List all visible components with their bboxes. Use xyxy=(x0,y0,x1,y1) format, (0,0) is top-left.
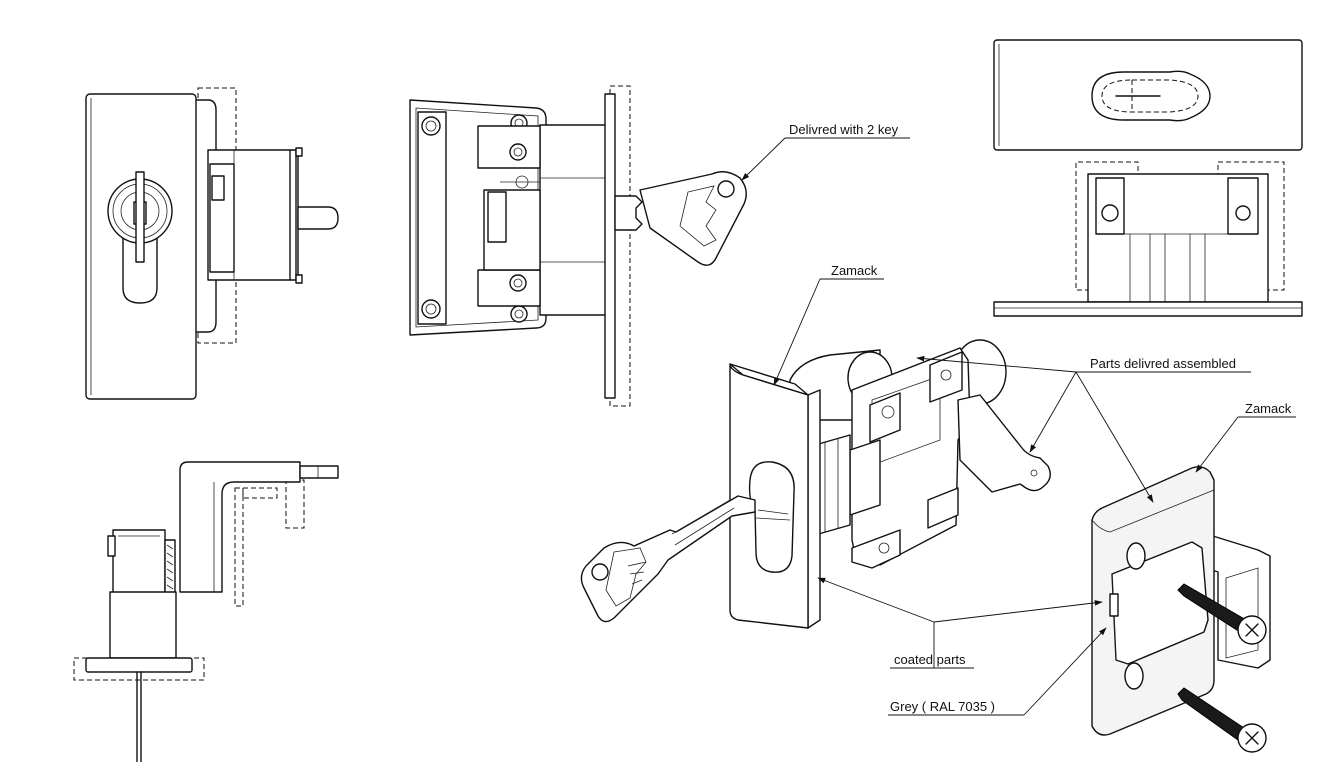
annotation-zamack-right: Zamack xyxy=(1195,401,1296,473)
annotation-zamack-left: Zamack xyxy=(773,263,884,386)
rear-section-view xyxy=(993,39,1303,317)
grey-ral-label: Grey ( RAL 7035 ) xyxy=(890,699,995,714)
front-view xyxy=(85,87,339,400)
delivered-keys-label: Delivred with 2 key xyxy=(789,122,899,137)
annotation-parts-assembled: Parts delivred assembled xyxy=(916,355,1251,503)
parts-assembled-label: Parts delivred assembled xyxy=(1090,356,1236,371)
side-view xyxy=(409,85,747,407)
coated-parts-label: coated parts xyxy=(894,652,966,667)
top-view xyxy=(73,461,339,762)
annotation-delivered-keys: Delivred with 2 key xyxy=(741,122,910,181)
isometric-housing-and-screws xyxy=(1091,465,1271,753)
annotation-grey-ral: Grey ( RAL 7035 ) xyxy=(888,627,1107,716)
zamack-right-label: Zamack xyxy=(1245,401,1292,416)
annotation-coated-parts: coated parts xyxy=(817,577,1103,669)
zamack-left-label: Zamack xyxy=(831,263,878,278)
isometric-lock-assembly xyxy=(580,339,1051,629)
